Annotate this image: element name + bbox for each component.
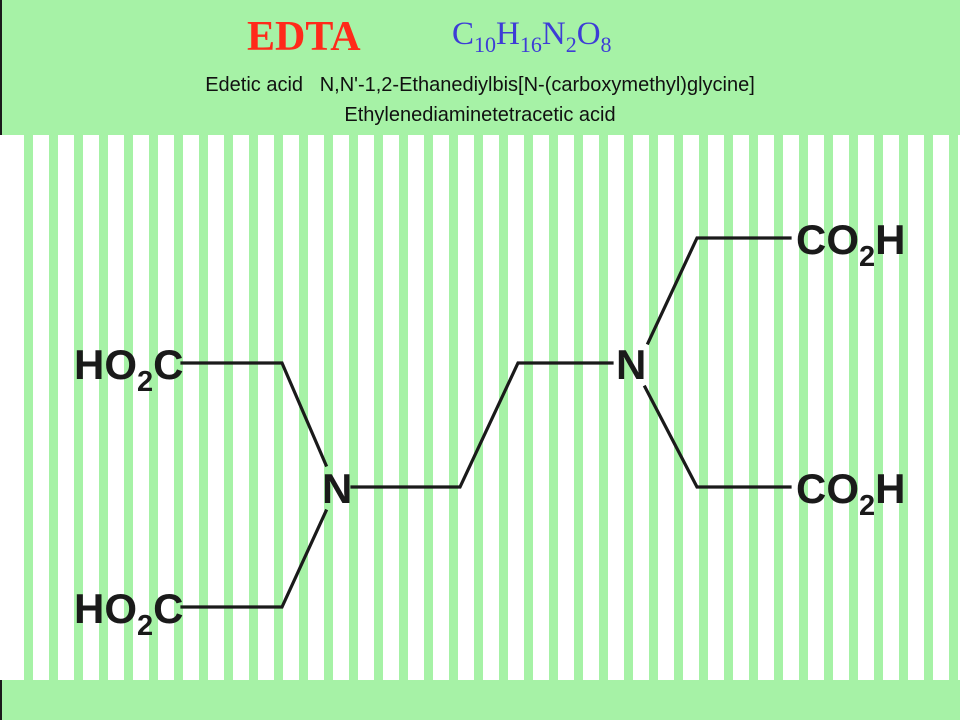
stripe	[574, 135, 583, 680]
bond-right-bottom-arm	[642, 384, 792, 489]
bond-left-bottom-arm	[180, 508, 329, 609]
stripe	[349, 135, 358, 680]
stripe	[549, 135, 558, 680]
stripe	[799, 135, 808, 680]
bond-lines	[180, 236, 792, 609]
systematic-name: Edetic acid N,N'-1,2-Ethanediylbis[N-(ca…	[205, 74, 755, 96]
formula-subscript: 2	[565, 32, 577, 57]
group-right-bottom: CO2H	[796, 465, 905, 522]
stripe	[774, 135, 783, 680]
stripe	[99, 135, 108, 680]
bond-ethylene-bridge	[350, 361, 614, 489]
stripe	[324, 135, 333, 680]
atom-labels: HO2C HO2C N N CO2H CO2H	[74, 216, 905, 642]
bond-right-top-arm	[645, 236, 792, 346]
stripe	[824, 135, 833, 680]
stripe	[624, 135, 633, 680]
stripe	[474, 135, 483, 680]
header: EDTA C10H16N2O8 Edetic acid N,N'-1,2-Eth…	[0, 0, 960, 135]
stripe	[849, 135, 858, 680]
slide-title: EDTA	[247, 14, 361, 60]
stripe	[374, 135, 383, 680]
stripe	[299, 135, 308, 680]
stripe	[649, 135, 658, 680]
stripe	[224, 135, 233, 680]
formula-element: N	[541, 16, 566, 52]
group-right-top: CO2H	[796, 216, 905, 273]
formula-subscript: 8	[600, 32, 612, 57]
formula-subscript: 10	[474, 32, 497, 57]
formula-element: O	[576, 16, 601, 52]
stripe	[424, 135, 433, 680]
nitrogen-atom-left: N	[322, 465, 352, 512]
nitrogen-atom-right: N	[616, 341, 646, 388]
stripe	[749, 135, 758, 680]
molecular-formula: C10H16N2O8	[452, 12, 612, 59]
left-edge-line-bottom	[0, 680, 2, 720]
stripe	[874, 135, 883, 680]
group-left-top: HO2C	[74, 341, 183, 398]
bottom-band	[0, 680, 960, 720]
group-left-bottom: HO2C	[74, 585, 183, 642]
stripe	[249, 135, 258, 680]
stripe	[524, 135, 533, 680]
stripe-pattern	[24, 135, 958, 680]
formula-element: H	[496, 16, 520, 52]
stripe	[449, 135, 458, 680]
stripe	[174, 135, 183, 680]
stripe	[699, 135, 708, 680]
stripe	[74, 135, 83, 680]
stripe	[124, 135, 133, 680]
common-name: Ethylenediaminetetracetic acid	[344, 104, 616, 126]
stripe	[199, 135, 208, 680]
stripe	[924, 135, 933, 680]
stripe	[149, 135, 158, 680]
stripe	[949, 135, 958, 680]
edta-structure-diagram: HO2C HO2C N N CO2H CO2H	[0, 135, 960, 680]
stripe	[674, 135, 683, 680]
stripe	[899, 135, 908, 680]
stripe	[399, 135, 408, 680]
stripe	[499, 135, 508, 680]
stripe	[599, 135, 608, 680]
formula-element: C	[452, 16, 475, 52]
bond-left-top-arm	[180, 361, 329, 468]
stripe	[724, 135, 733, 680]
stripe	[24, 135, 33, 680]
structure-panel: HO2C HO2C N N CO2H CO2H	[0, 135, 960, 680]
left-edge-line	[0, 0, 2, 135]
stripe	[49, 135, 58, 680]
formula-subscript: 16	[519, 32, 542, 57]
stripe	[274, 135, 283, 680]
